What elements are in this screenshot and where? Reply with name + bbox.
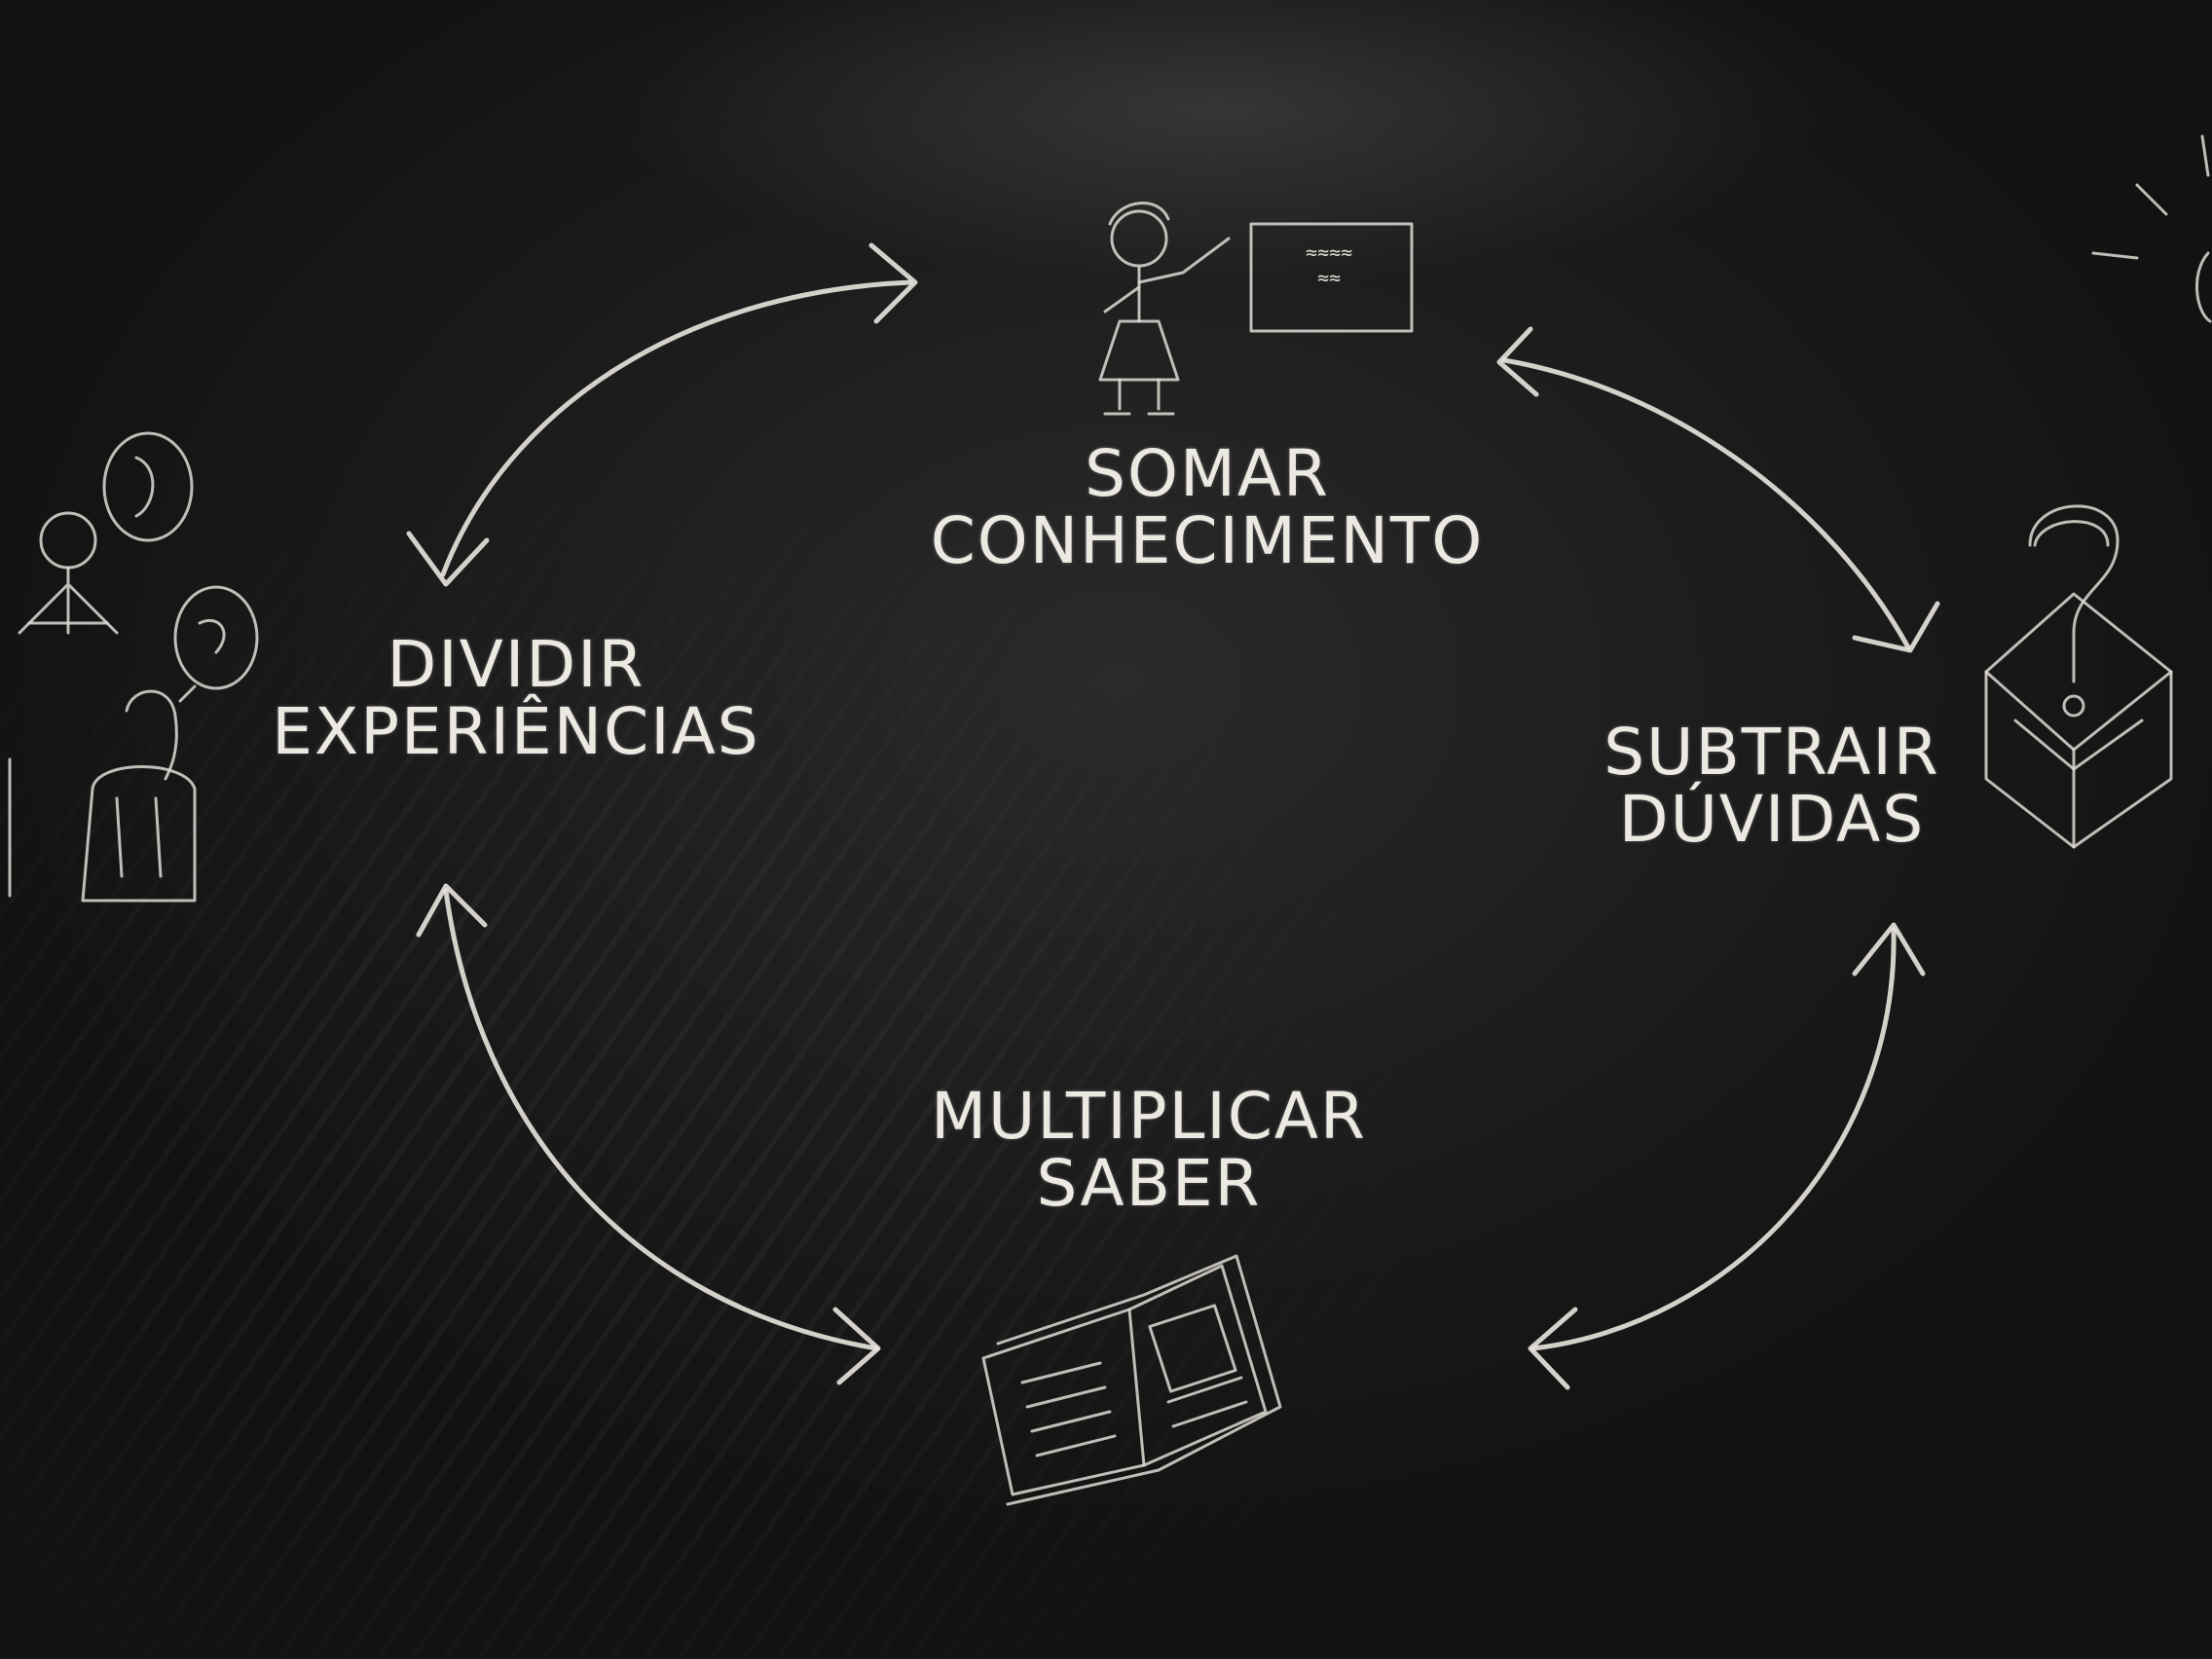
label-dividir-line1: DIVIDIR (387, 627, 645, 702)
question-box-icon (1984, 504, 2173, 849)
label-dividir-experiencias: DIVIDIR EXPERIÊNCIAS (263, 631, 769, 766)
idea-burst-icon (2091, 134, 2212, 323)
label-somar-conhecimento: SOMAR CONHECIMENTO (915, 440, 1499, 575)
label-subtrair-duvidas: SUBTRAIR DÚVIDAS (1587, 719, 1957, 854)
label-subtrair-line2: DÚVIDAS (1618, 782, 1926, 858)
arrow-dividir-to-somar (406, 242, 918, 587)
teacher-icon (1098, 202, 1414, 416)
people-icon (8, 431, 259, 903)
open-book-icon (981, 1254, 1282, 1506)
label-multiplicar-saber: MULTIPLICAR SABER (896, 1083, 1402, 1218)
arrow-subtrair-to-multiplicar (1528, 922, 1926, 1390)
label-subtrair-line1: SUBTRAIR (1604, 715, 1940, 790)
label-somar-line1: SOMAR (1085, 436, 1330, 511)
label-dividir-line2: EXPERIÊNCIAS (272, 694, 760, 770)
label-multiplicar-line1: MULTIPLICAR (931, 1079, 1367, 1154)
label-somar-line2: CONHECIMENTO (930, 503, 1485, 579)
arrow-multiplicar-to-dividir (416, 883, 881, 1385)
label-multiplicar-line2: SABER (1036, 1146, 1262, 1222)
arrow-somar-to-subtrair (1496, 326, 1940, 653)
mini-board-scribble: ≈≈≈≈≈≈ (1305, 240, 1353, 289)
